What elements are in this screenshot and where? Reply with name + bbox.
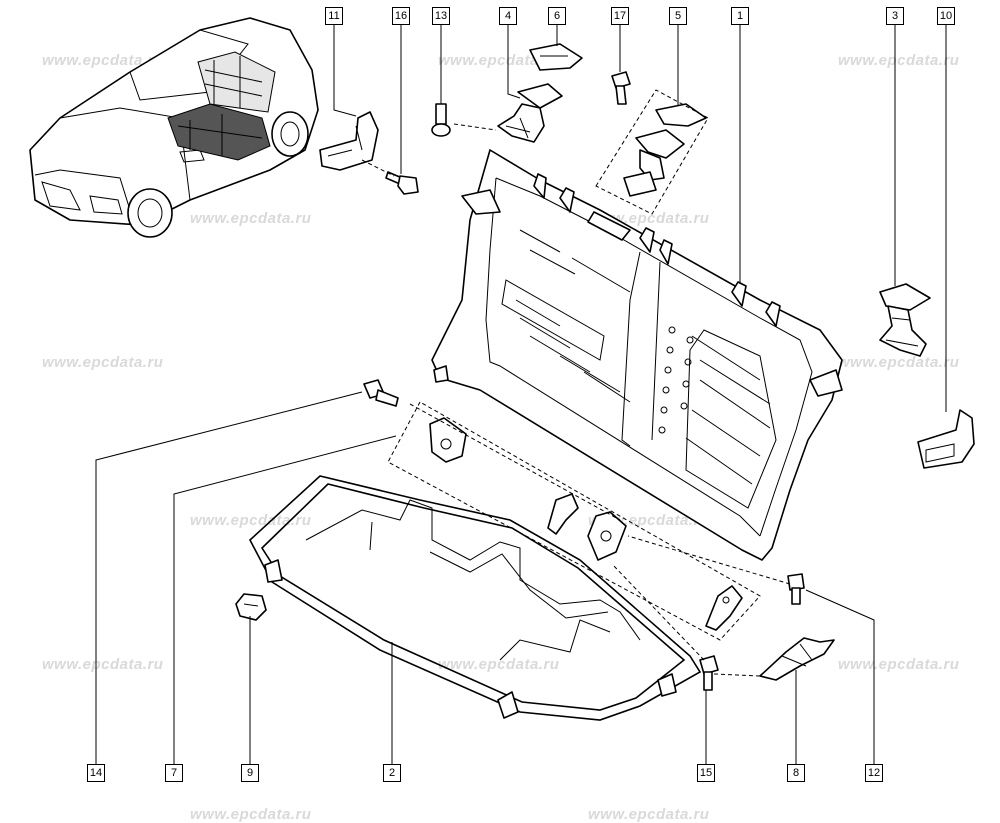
headrest-guide-part-4 (497, 83, 563, 143)
hinge-bracket-part-10 (917, 409, 975, 469)
callout-14: 14 (87, 764, 105, 782)
callout-5: 5 (669, 7, 687, 25)
callout-15: 15 (697, 764, 715, 782)
callout-leader-lines (95, 24, 947, 764)
bolt-part-12 (787, 573, 805, 605)
callout-12: 12 (865, 764, 883, 782)
bracket-part-8 (759, 637, 835, 681)
assembly-indicator-lines (361, 89, 791, 677)
watermark: www.epcdata.ru (190, 806, 312, 823)
callout-9: 9 (241, 764, 259, 782)
bolt-part-14 (363, 379, 399, 407)
callout-6: 6 (548, 7, 566, 25)
watermark: www.epcdata.ru (42, 354, 164, 371)
callout-10: 10 (937, 7, 955, 25)
callout-7: 7 (165, 764, 183, 782)
cap-part-6 (529, 43, 583, 71)
bracket-part-11 (319, 111, 379, 171)
callout-16: 16 (392, 7, 410, 25)
watermark: www.epcdata.ru (438, 656, 560, 673)
watermark: www.epcdata.ru (42, 52, 164, 69)
watermark: www.epcdata.ru (438, 52, 560, 69)
bracket-part-7-right (705, 585, 743, 631)
latch-part-3 (879, 283, 931, 357)
seat-cushion-frame-part-2 (249, 475, 702, 721)
clip-part-9 (235, 593, 267, 621)
bracket-part-7-left (429, 417, 467, 463)
callout-13: 13 (432, 7, 450, 25)
watermark: www.epcdata.ru (42, 656, 164, 673)
callout-2: 2 (383, 764, 401, 782)
car-overview-illustration (29, 17, 319, 238)
watermark: www.epcdata.ru (190, 210, 312, 227)
callout-4: 4 (499, 7, 517, 25)
bolt-part-13 (431, 103, 451, 137)
bolt-part-16 (385, 171, 419, 195)
watermark: www.epcdata.ru (588, 806, 710, 823)
bolt-part-15 (699, 655, 719, 691)
callout-8: 8 (787, 764, 805, 782)
watermark: www.epcdata.ru (838, 656, 960, 673)
watermark: www.epcdata.ru (190, 512, 312, 529)
watermark: www.epcdata.ru (838, 354, 960, 371)
callout-11: 11 (325, 7, 343, 25)
seat-back-frame-part-1 (431, 149, 843, 561)
bracket-part-7-middle (547, 493, 627, 561)
bolt-part-17 (611, 71, 631, 105)
callout-17: 17 (611, 7, 629, 25)
watermark: www.epcdata.ru (838, 52, 960, 69)
callout-3: 3 (886, 7, 904, 25)
headrest-guide-set-part-5 (623, 103, 707, 197)
callout-1: 1 (731, 7, 749, 25)
